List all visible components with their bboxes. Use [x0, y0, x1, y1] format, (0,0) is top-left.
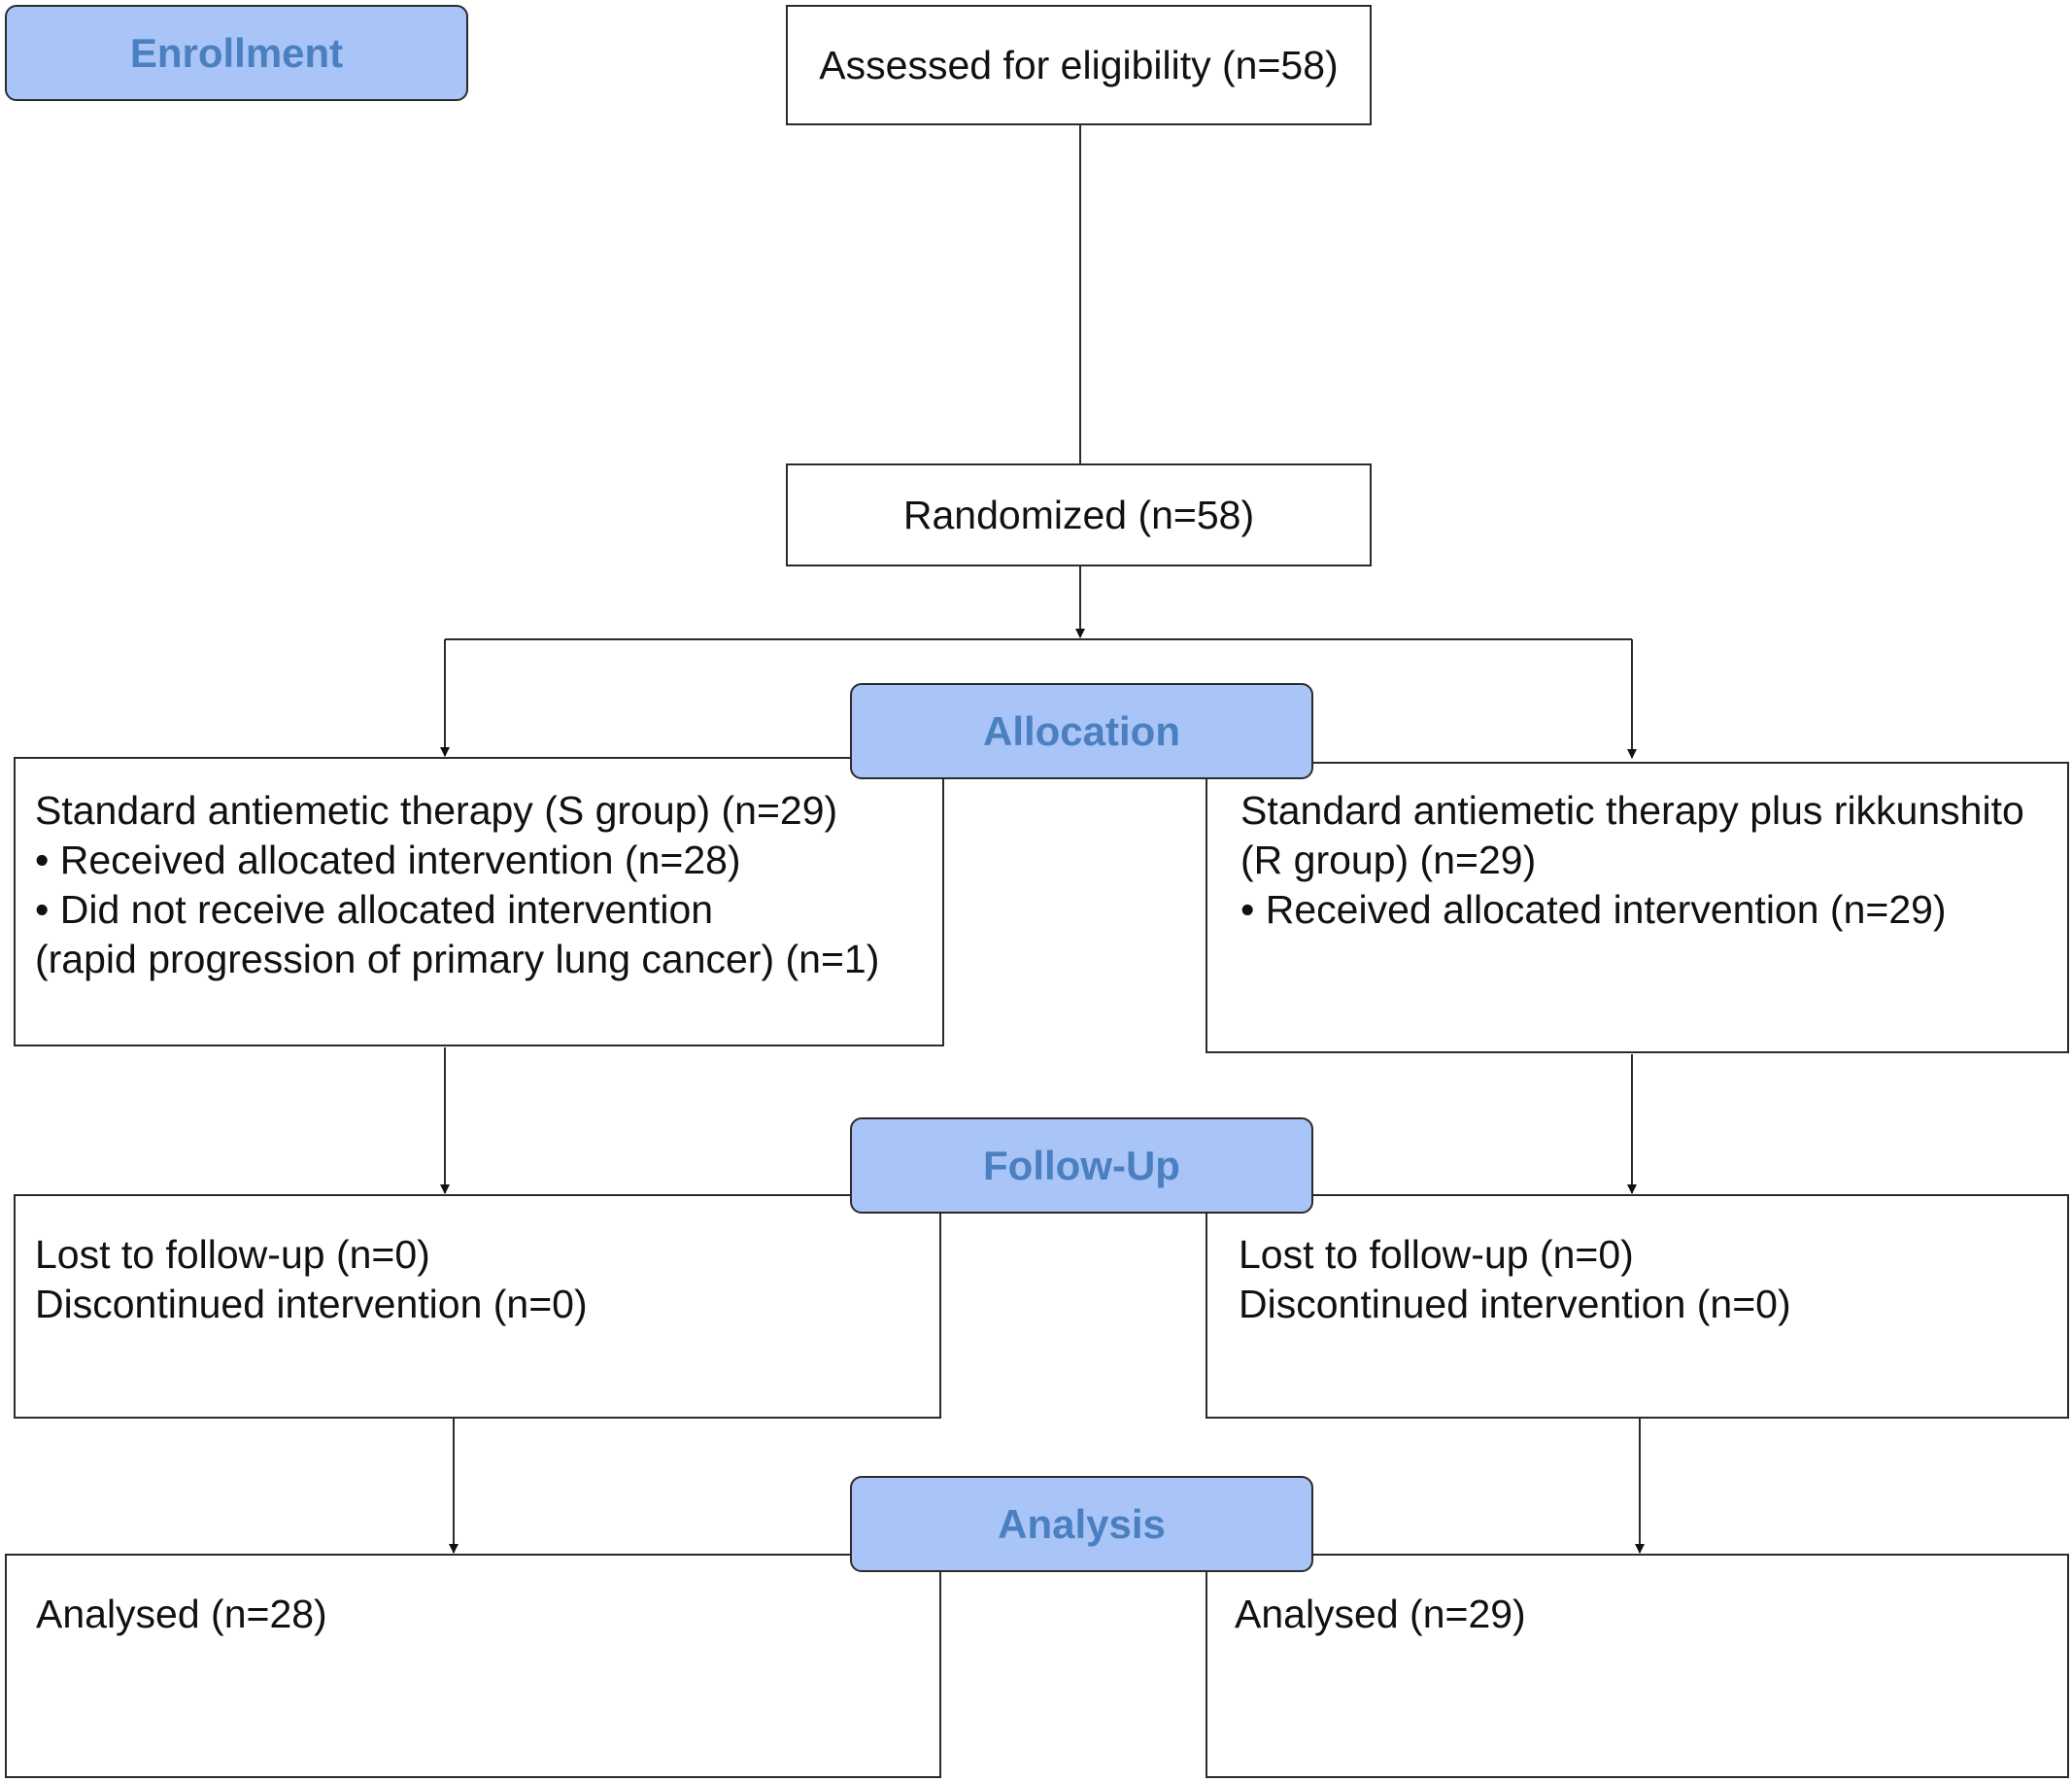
s-group-received: • Received allocated intervention (n=28)	[35, 838, 741, 882]
analysis-stage-label: Analysis	[850, 1476, 1313, 1572]
randomized-text: Randomized (n=58)	[902, 492, 1255, 537]
r-group-allocation-box: Standard antiemetic therapy plus rikkuns…	[1206, 762, 2069, 1053]
s-group-allocation-box: Standard antiemetic therapy (S group) (n…	[14, 757, 944, 1046]
enrollment-stage-label: Enrollment	[5, 5, 468, 101]
s-group-title: Standard antiemetic therapy (S group) (n…	[35, 788, 838, 833]
s-group-discontinued: Discontinued intervention (n=0)	[35, 1282, 588, 1326]
assessed-box: Assessed for eligibility (n=58)	[786, 5, 1372, 125]
assessed-text: Assessed for eligibility (n=58)	[819, 42, 1339, 87]
r-group-title-line2: (R group) (n=29)	[1240, 838, 1537, 882]
s-group-lost-to-follow-up: Lost to follow-up (n=0)	[35, 1232, 430, 1277]
s-group-follow-up-box: Lost to follow-up (n=0) Discontinued int…	[14, 1194, 941, 1419]
randomized-box: Randomized (n=58)	[786, 463, 1372, 566]
r-group-analysis-box: Analysed (n=29)	[1206, 1554, 2069, 1778]
r-group-analysed: Analysed (n=29)	[1235, 1592, 1526, 1636]
r-group-received: • Received allocated intervention (n=29)	[1240, 887, 1947, 932]
follow-up-stage-label: Follow-Up	[850, 1117, 1313, 1214]
r-group-follow-up-box: Lost to follow-up (n=0) Discontinued int…	[1206, 1194, 2069, 1419]
s-group-not-received: • Did not receive allocated intervention	[35, 887, 714, 932]
r-group-lost-to-follow-up: Lost to follow-up (n=0)	[1239, 1232, 1634, 1277]
s-group-not-received-reason: (rapid progression of primary lung cance…	[35, 937, 880, 981]
r-group-discontinued: Discontinued intervention (n=0)	[1239, 1282, 1791, 1326]
s-group-analysis-box: Analysed (n=28)	[5, 1554, 941, 1778]
r-group-title-line1: Standard antiemetic therapy plus rikkuns…	[1240, 788, 2024, 833]
s-group-analysed: Analysed (n=28)	[36, 1592, 327, 1636]
allocation-stage-label: Allocation	[850, 683, 1313, 779]
